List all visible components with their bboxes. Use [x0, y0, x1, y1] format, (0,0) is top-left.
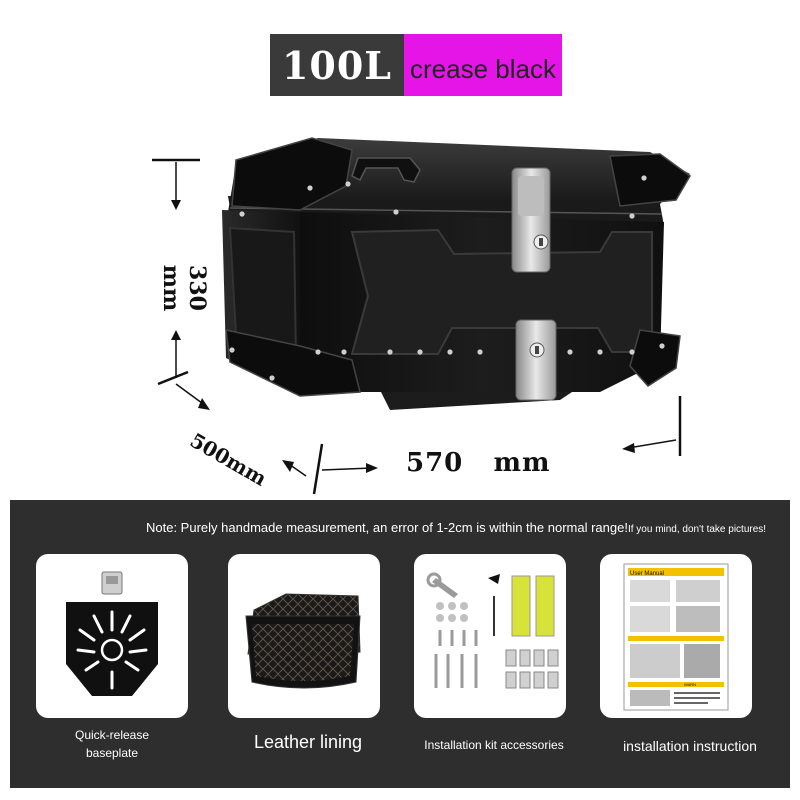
width-dimension-label: 570 mm: [406, 448, 550, 478]
measurement-note-text: Note: Purely handmade measurement, an er…: [146, 520, 628, 535]
color-name-label: crease black: [404, 34, 562, 96]
title-badge: 100L crease black: [270, 34, 562, 96]
baseplate-icon: [66, 571, 158, 696]
manual-warn: WARN: [684, 682, 696, 687]
accessory-card-installation-kit: [414, 554, 566, 718]
width-value: 570: [406, 448, 464, 478]
manual-heading: User Manual: [630, 571, 664, 577]
installation-kit-icon: [426, 572, 559, 689]
baseplate-caption-line1: Quick-release: [74, 728, 150, 742]
installation-kit-caption: Installation kit accessories: [424, 738, 564, 752]
latch-top-icon: [511, 167, 551, 273]
measurement-note: Note: Purely handmade measurement, an er…: [146, 520, 766, 535]
leather-lining-icon: [245, 593, 361, 689]
accessories-panel: Note: Purely handmade measurement, an er…: [10, 500, 790, 788]
leather-lining-caption: Leather lining: [253, 732, 363, 752]
capacity-label: 100L: [270, 34, 404, 96]
accessory-card-user-manual: User Manual WARN: [600, 554, 752, 718]
measurement-note-small: If you mind, don't take pictures!: [627, 524, 767, 535]
user-manual-caption: installation instruction: [623, 738, 757, 754]
baseplate-caption: Quick-release baseplate: [36, 726, 188, 762]
width-unit: mm: [493, 448, 551, 478]
height-dimension-label: 330 mm: [158, 264, 210, 312]
latch-bottom-icon: [515, 319, 557, 401]
baseplate-caption-line2: baseplate: [85, 746, 139, 760]
user-manual-icon: User Manual WARN: [623, 563, 729, 711]
accessory-card-baseplate: [36, 554, 188, 718]
top-case-product-image: [152, 137, 691, 495]
accessory-card-leather-lining: [228, 554, 380, 718]
